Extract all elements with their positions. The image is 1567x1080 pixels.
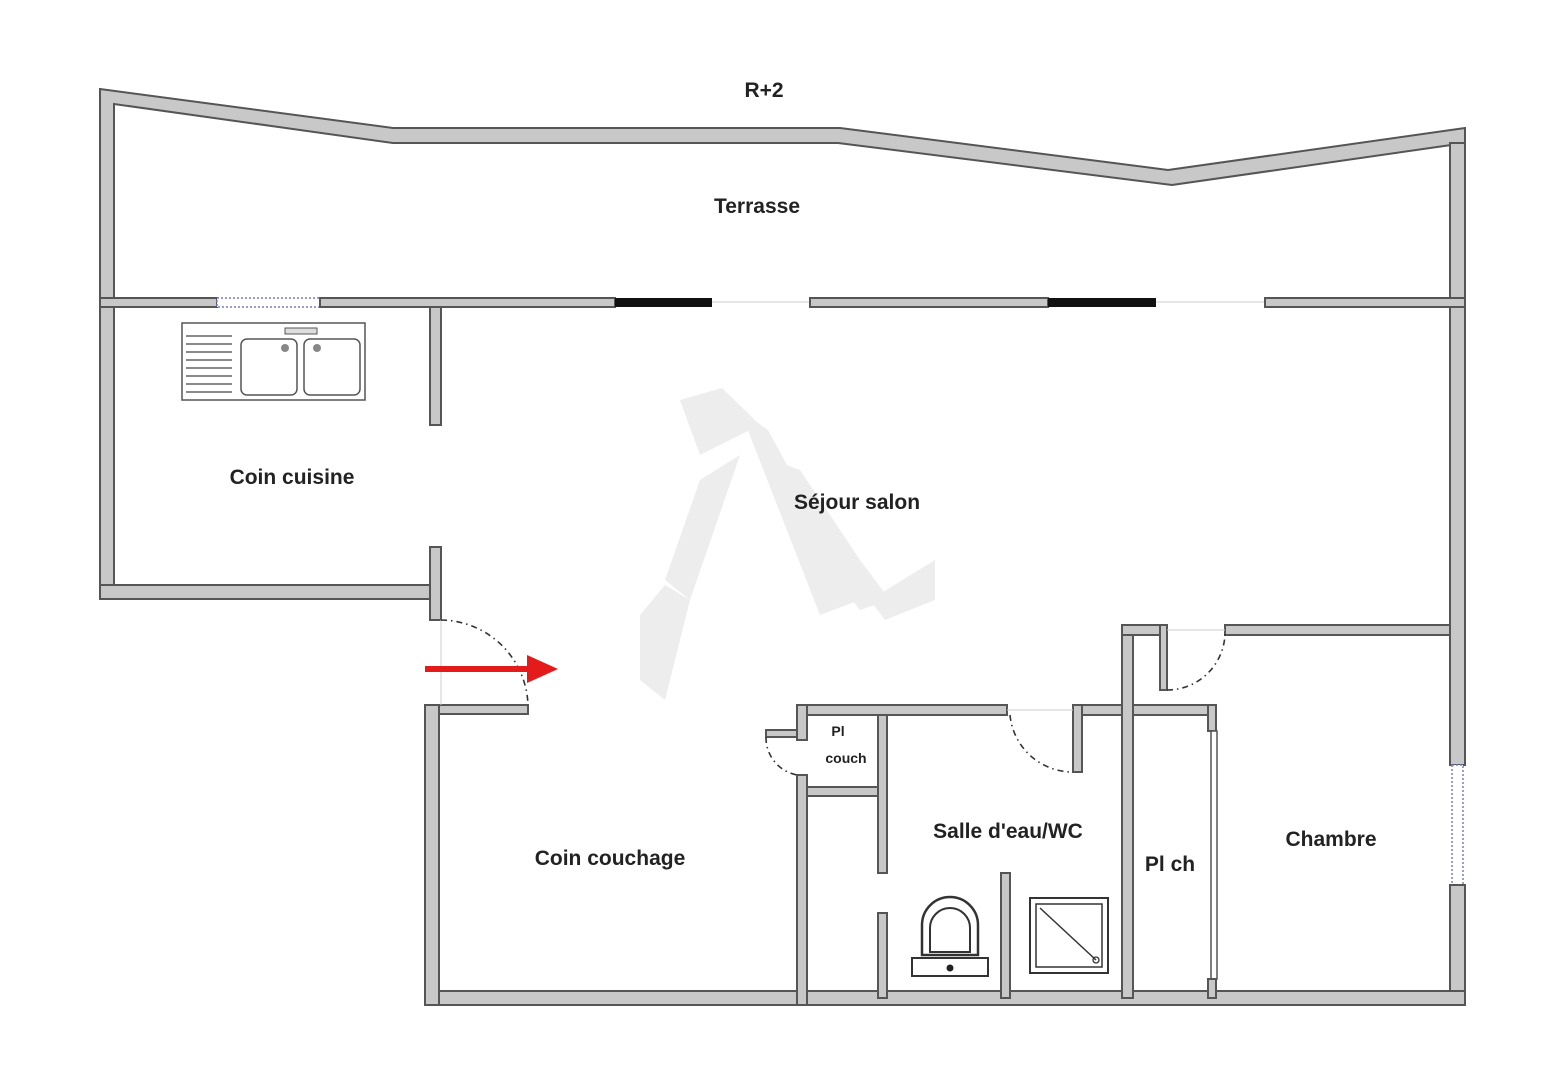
terrace-walls	[99, 87, 1466, 299]
kitchen-window	[216, 297, 321, 308]
terrace-separation-wall	[99, 297, 1466, 308]
watermark-logo-icon	[640, 388, 935, 700]
room-label-coin-cuisine: Coin cuisine	[230, 466, 355, 489]
room-label-sejour-salon: Séjour salon	[794, 491, 920, 514]
room-label-coin-couchage: Coin couchage	[535, 847, 686, 870]
shower-tray-icon	[1029, 897, 1109, 974]
room-label-terrasse: Terrasse	[714, 195, 800, 218]
kitchen-walls	[99, 306, 442, 621]
window-dark-1	[615, 298, 712, 307]
floor-label: R+2	[744, 79, 783, 102]
room-label-salle-deau: Salle d'eau/WC	[933, 820, 1083, 843]
kitchen-sink-icon	[181, 322, 366, 401]
toilet-icon	[911, 895, 989, 977]
window-dark-2	[1048, 298, 1156, 307]
closet-sliding-door	[1210, 730, 1218, 980]
entrance-arrow-icon	[425, 655, 558, 683]
room-label-pl-ch: Pl ch	[1145, 853, 1195, 876]
entrance-door	[440, 619, 529, 706]
bottom-wall	[424, 704, 1466, 1006]
right-wall	[1449, 306, 1466, 1006]
bedroom-window	[1451, 764, 1464, 886]
room-label-chambre: Chambre	[1285, 828, 1376, 851]
room-label-pl-couch-line2: couch	[825, 750, 866, 766]
room-label-pl-couch-line1: Pl	[831, 723, 844, 739]
inner-doors	[765, 629, 1226, 776]
bathroom-block-walls	[765, 624, 1451, 1006]
